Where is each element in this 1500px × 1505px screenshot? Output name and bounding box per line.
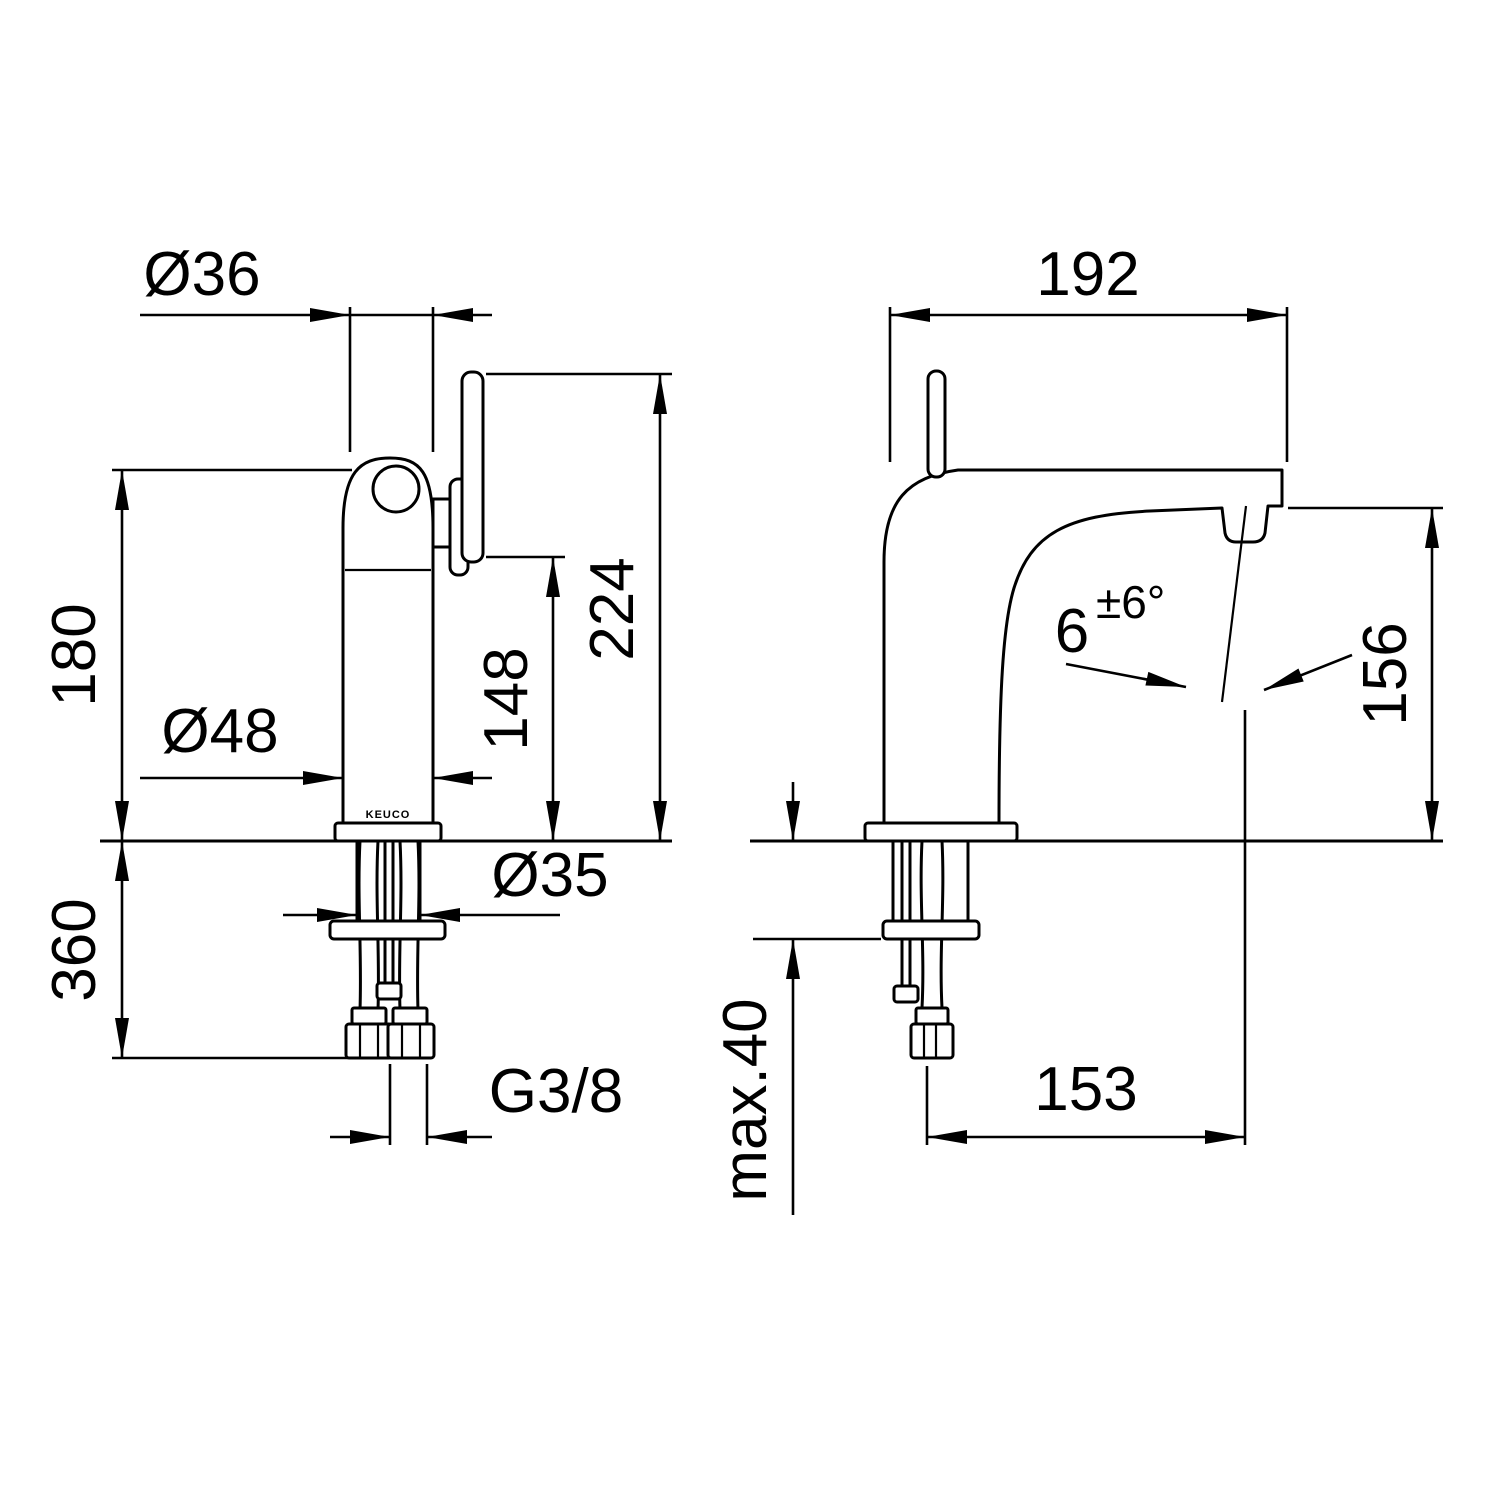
dim-shank-diameter: Ø35 — [283, 841, 609, 922]
stud-nut-side — [892, 984, 920, 1004]
mounting-bracket-side — [881, 919, 981, 941]
dim-label-angle-value: 6 — [1055, 597, 1089, 666]
dim-label-shank-diameter: Ø35 — [491, 841, 608, 910]
front-view-dimensions: Ø36 180 224 148 — [40, 240, 672, 1145]
hose-collar-side — [914, 1006, 950, 1026]
dim-label-height-180: 180 — [40, 603, 109, 706]
dim-label-height-224: 224 — [578, 557, 647, 660]
dim-height-to-spout-base: 180 — [40, 468, 352, 841]
handle-pivot — [371, 464, 421, 514]
side-view-dimensions: 192 6 ±6° 156 max.40 — [711, 240, 1443, 1215]
base-flange-side — [863, 821, 1019, 843]
faucet-side-view — [750, 369, 1443, 1060]
dim-label-thread: G3/8 — [489, 1057, 623, 1126]
dim-label-reach-153: 153 — [1034, 1055, 1137, 1124]
hose-a-collar — [350, 1006, 388, 1026]
handle-lever-side — [926, 369, 947, 479]
dim-spout-depth: 192 — [888, 240, 1289, 462]
dim-spray-angle: 6 ±6° — [1055, 505, 1353, 703]
dim-base-diameter: Ø48 — [140, 697, 492, 785]
dim-label-depth-360: 360 — [40, 898, 109, 1001]
dim-label-angle-tolerance: ±6° — [1096, 576, 1165, 628]
faucet-body-front — [341, 456, 435, 826]
hose-b-collar — [391, 1006, 429, 1026]
dim-label-max-40: max.40 — [711, 998, 780, 1201]
dim-label-height-148: 148 — [472, 647, 541, 750]
spray-axis-line — [1220, 505, 1248, 703]
dim-label-handle-diameter: Ø36 — [143, 240, 260, 309]
hose-b-hex-nut — [386, 1022, 436, 1060]
faucet-front-view: KEUCO — [100, 370, 672, 1060]
mounting-bracket-front — [328, 919, 447, 941]
dim-label-base-diameter: Ø48 — [161, 697, 278, 766]
dim-label-depth-192: 192 — [1036, 240, 1139, 309]
dim-spout-reach: 153 — [925, 710, 1247, 1145]
hose-hex-nut-side — [909, 1022, 955, 1060]
dim-label-height-156: 156 — [1351, 622, 1420, 725]
stud-nut-front — [375, 981, 403, 1001]
hose-a-hex-nut — [344, 1022, 394, 1060]
dim-total-height: 224 — [486, 372, 672, 841]
dim-handle-diameter: Ø36 — [140, 240, 492, 452]
dim-mounting-depth: 360 — [40, 841, 430, 1060]
dim-outlet-height: 148 — [472, 555, 565, 841]
brand-logo: KEUCO — [366, 809, 411, 821]
dim-max-deck-thickness: max.40 — [711, 782, 881, 1215]
dim-outlet-height-side: 156 — [1288, 506, 1443, 841]
handle-lever-front — [460, 370, 485, 564]
dim-connection-thread: G3/8 — [330, 1057, 623, 1145]
base-flange-front — [333, 821, 443, 843]
